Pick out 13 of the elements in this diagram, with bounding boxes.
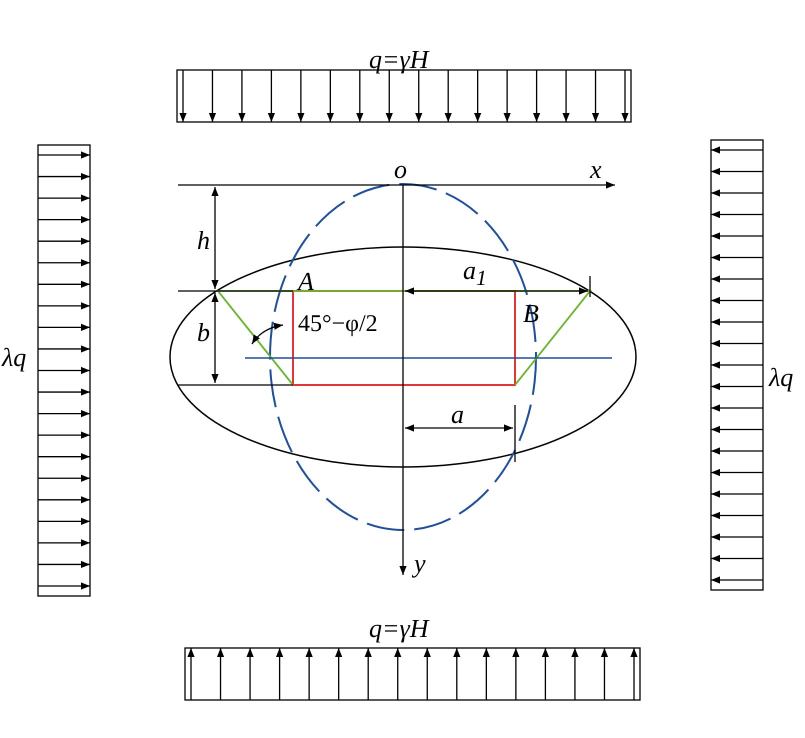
axis-label: o bbox=[394, 157, 407, 183]
point-label: A bbox=[298, 269, 314, 295]
dimension-label: a bbox=[451, 402, 464, 428]
dimension-label: a$_{1}$ bbox=[463, 258, 487, 290]
axis-label: y bbox=[414, 551, 426, 577]
angle-label: 45°−φ/2 bbox=[298, 312, 378, 336]
load-label: q=γH bbox=[369, 47, 429, 73]
load-label: λq bbox=[769, 365, 794, 391]
dimension-label: h bbox=[197, 228, 210, 254]
load-label: λq bbox=[2, 345, 26, 371]
dimension-label: b bbox=[197, 320, 210, 346]
axis-label: x bbox=[590, 157, 602, 183]
load-label: q=γH bbox=[369, 616, 429, 642]
